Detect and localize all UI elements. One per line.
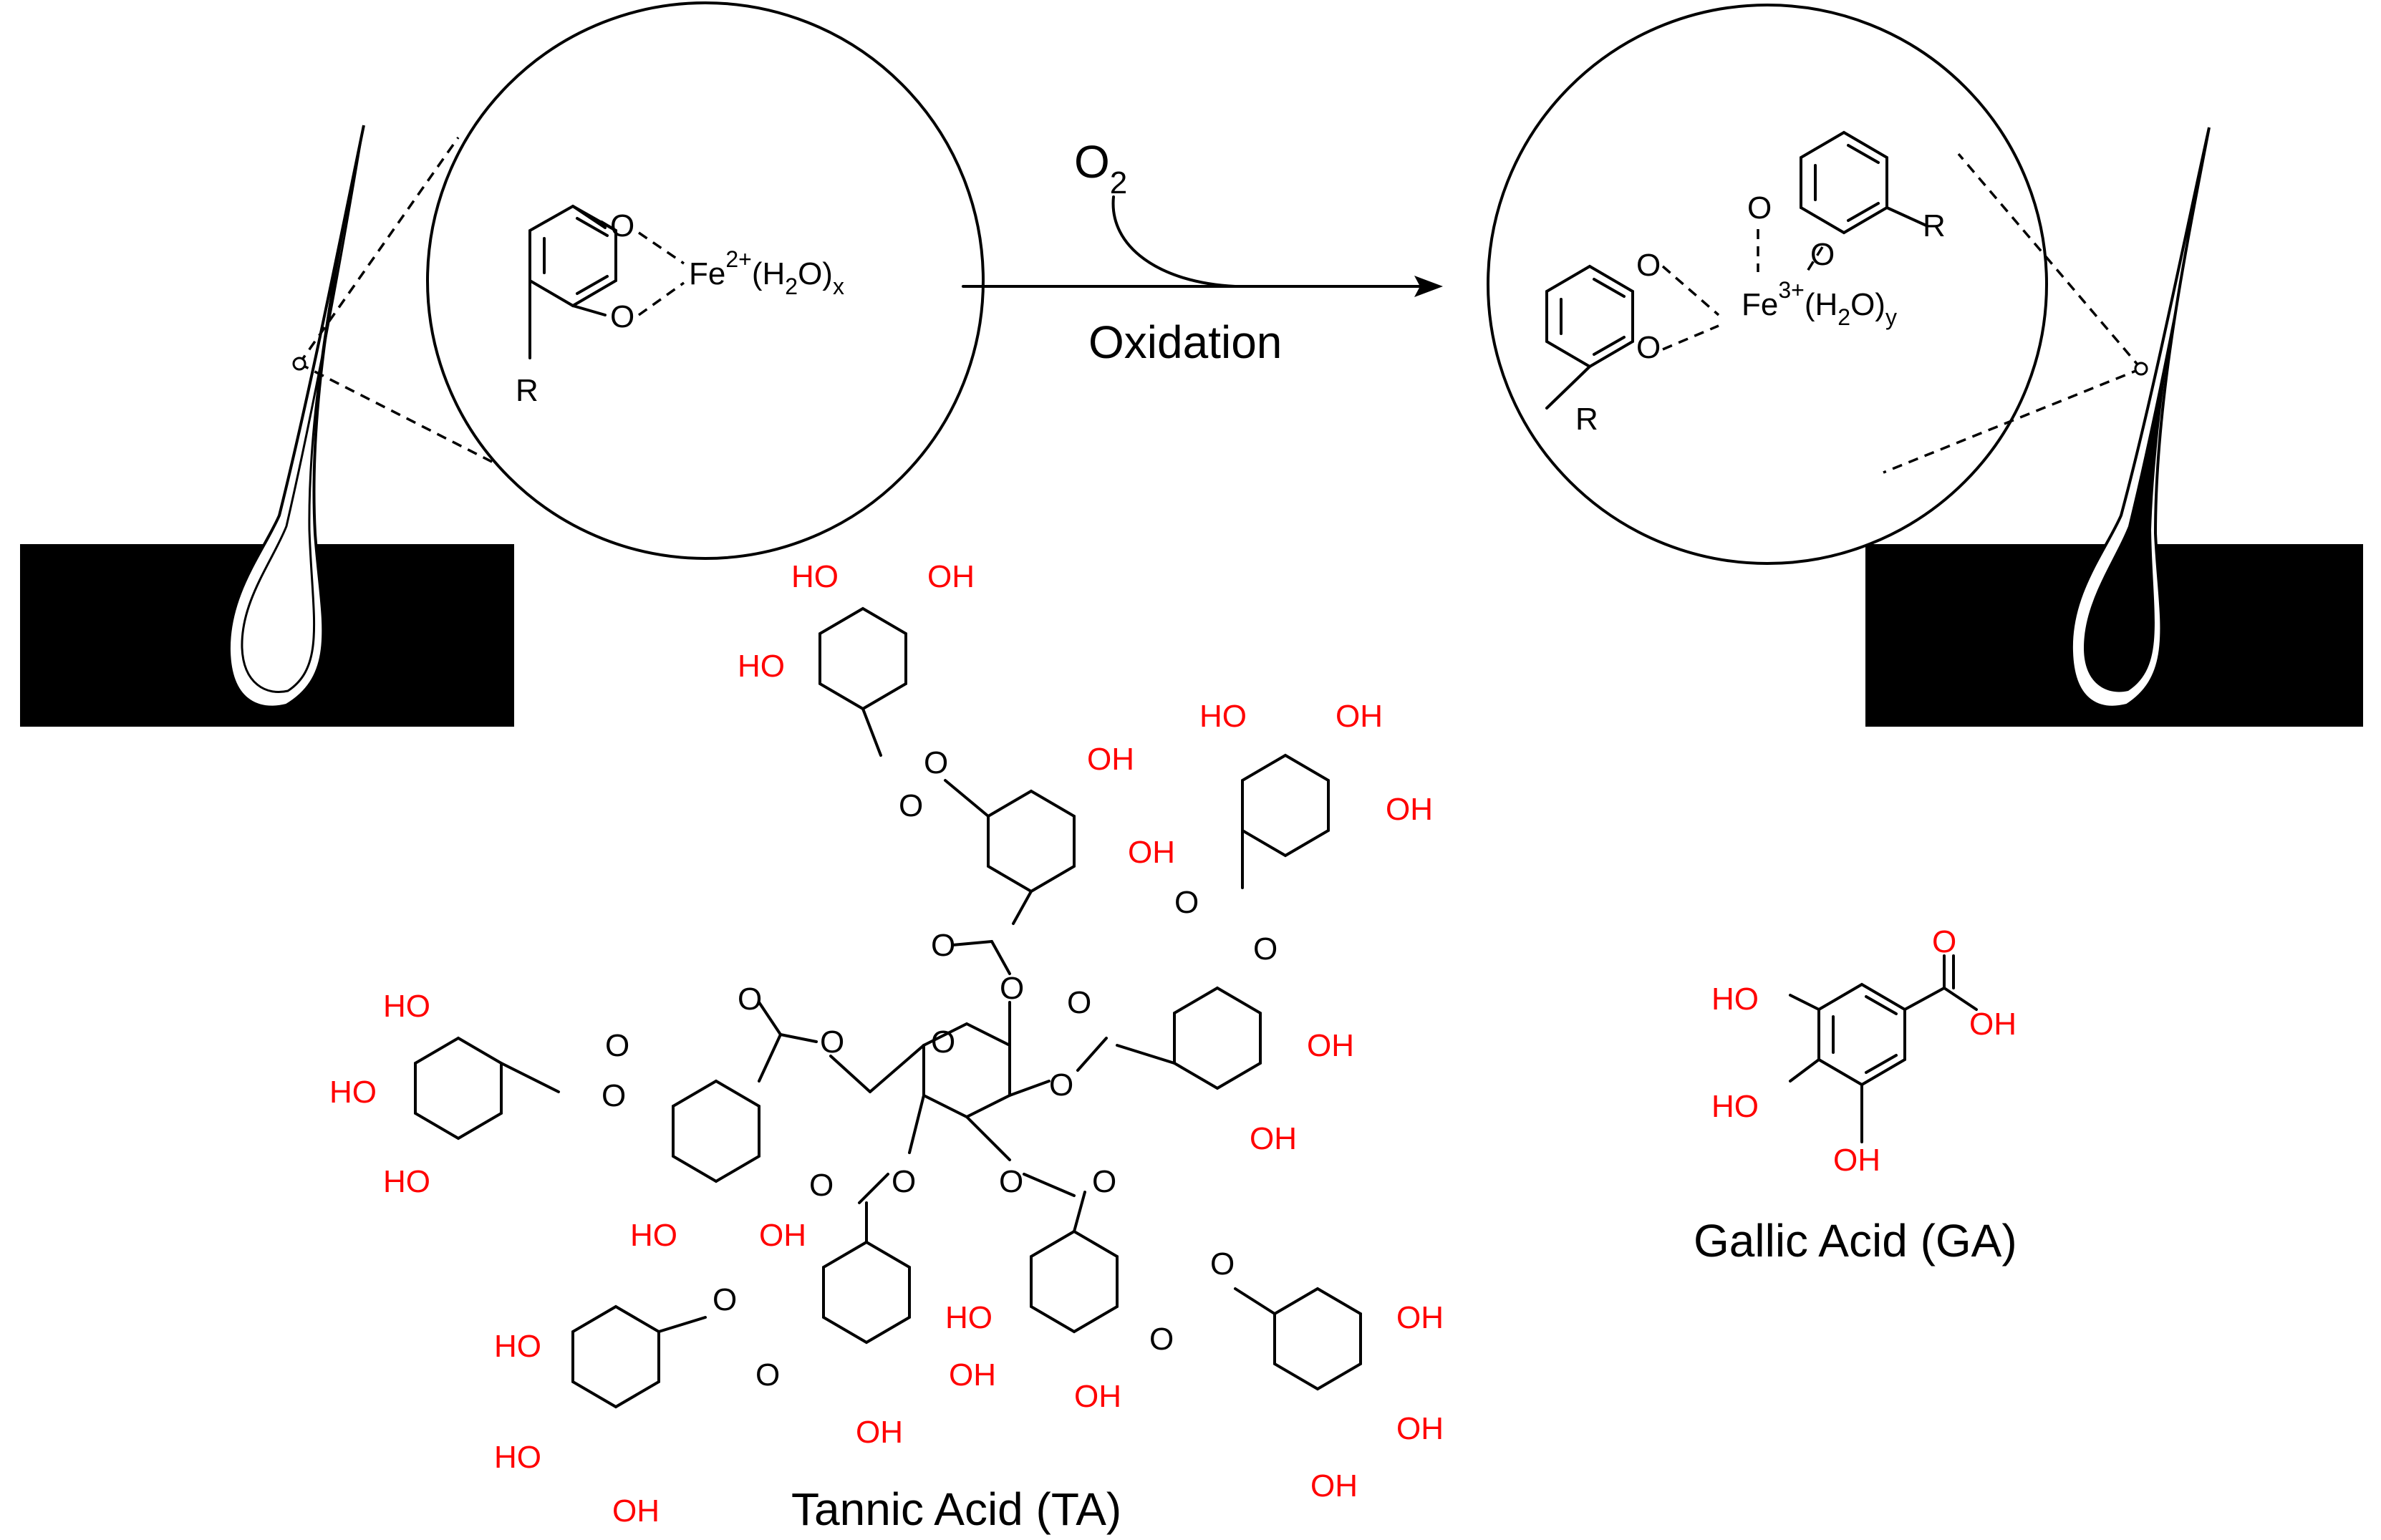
right-hair-filled [2084,143,2206,692]
tannic-acid-structure: O O O O O O O O O O O O OH OH O HO [329,559,1444,1535]
gallic-oh: OH [1833,1143,1880,1178]
ring-h-ho-1: HO [494,1329,541,1364]
ring-h-oh: OH [612,1493,660,1529]
carbonyl-oxygen-3: O [1092,1164,1116,1199]
right-zoom-circle [1487,4,2048,565]
glucose-ring-oxygen: O [931,1025,955,1060]
gallic-ho-1: HO [1711,982,1759,1017]
ring-e-oh: OH [759,1218,806,1253]
ring-f-ho-1: HO [383,989,430,1024]
ring-b [818,606,907,711]
ring-c-oh-2: OH [1386,792,1433,827]
left-zoom-point [292,357,306,371]
ring-h-carbonyl: O [713,1282,737,1317]
ring-d-oh-2: OH [1250,1121,1297,1156]
gallic-acid-oh: OH [1969,1007,2017,1042]
carbonyl-oxygen-6: O [738,982,762,1017]
tannic-acid-caption: Tannic Acid (TA) [791,1483,1121,1535]
ring-a [987,789,1076,894]
ring-a-carbonyl: O [899,788,923,823]
ring-b-ho-2: HO [738,649,785,684]
ring-a-oh-1: OH [1087,742,1134,777]
ring-d-oh-1: OH [1307,1028,1354,1063]
oxidation-label: Oxidation [1088,316,1282,368]
ring-i-ester-oxygen: O [1149,1322,1174,1357]
carbonyl-oxygen-2: O [1067,985,1091,1020]
ring-j-carbonyl: O [1210,1246,1235,1282]
left-zoom-line-bottom [299,362,531,483]
ring-g-oh-1: OH [949,1357,996,1393]
fe3-catechol-complex: O O R O O R Fe3+(H2O)y [1545,130,1946,437]
left-hair-illustration [20,125,514,727]
ring-c [1241,753,1330,858]
right-zoom-line-top [1957,152,2143,370]
ester-oxygen-4: O [892,1164,916,1199]
fe2-formula: Fe2+(H2O)x [689,246,844,299]
ring-g-oh-2: OH [856,1415,903,1450]
ring-c-oh-1: OH [1336,699,1383,734]
left-zoom-line-top [298,136,460,365]
right-hair-illustration [1865,127,2363,727]
gallic-acid-structure: O OH HO HO OH Gallic Acid (GA) [1694,924,2017,1267]
fe3-r-group-right: R [1923,208,1946,243]
fe3-oxygen-top-right: O [1810,237,1835,272]
ring-i-oh: OH [1074,1379,1121,1414]
ring-b-ho-1: HO [791,559,839,594]
gallic-ho-2: HO [1711,1089,1759,1124]
left-zoom-circle [426,1,985,560]
ring-a-ester-oxygen: O [924,745,948,780]
ring-j [1273,1287,1362,1391]
fe2-catechol-complex: O O R Fe2+(H2O)x [516,204,844,408]
carbonyl-oxygen-4: O [809,1168,834,1203]
ring-h-ho-2: HO [494,1440,541,1475]
ester-oxygen-3: O [999,1164,1023,1199]
fe2-r-group: R [516,373,538,408]
fe3-oxygen-left-top: O [1636,248,1661,283]
ring-i-ho: HO [945,1300,993,1335]
ring-j-oh-1: OH [1396,1300,1444,1335]
right-hair-follicle [2070,127,2211,709]
carbonyl-oxygen-1: O [931,928,955,963]
ester-oxygen-1: O [1000,971,1024,1006]
fe3-oxygen-left-bottom: O [1636,330,1661,365]
ring-g-ester-oxygen: O [755,1357,780,1393]
left-hair-follicle [227,125,365,709]
fe3-oxygen-top-left: O [1747,190,1772,226]
oxidation-arrow: O2 Oxidation [962,136,1443,368]
left-hair-inner [241,135,363,693]
ring-e-ester-oxygen: O [602,1078,626,1113]
ring-g [822,1240,911,1345]
right-zoom-line-bottom [1883,367,2142,474]
ester-oxygen-2: O [1049,1067,1073,1103]
gallic-carbonyl-oxygen: O [1932,924,1956,959]
ring-e [672,1079,760,1183]
ring-c-ho: HO [1199,699,1247,734]
ring-j-oh-3: OH [1310,1468,1358,1503]
ring-d [1173,986,1262,1090]
ring-c-ester-oxygen: O [1253,931,1278,967]
ring-a-oh-2: OH [1128,835,1175,870]
fe2-oxygen-top: O [610,208,634,243]
ring-i [1030,1229,1119,1334]
ring-f [414,1036,503,1141]
gallic-acid-caption: Gallic Acid (GA) [1694,1215,2017,1267]
fe3-formula: Fe3+(H2O)y [1742,277,1897,330]
oxygen-reagent: O2 [1074,136,1127,200]
ring-h [571,1304,660,1409]
ring-f-ho-3: HO [383,1164,430,1199]
ring-f-carbonyl: O [605,1028,629,1063]
ring-j-oh-2: OH [1396,1411,1444,1446]
ester-oxygen-6: O [820,1025,844,1060]
fe3-r-group-left: R [1575,402,1598,437]
fe2-oxygen-bottom: O [610,299,634,334]
ring-e-ho: HO [630,1218,677,1253]
ring-b-oh-1: OH [927,559,975,594]
ring-c-carbonyl: O [1174,885,1199,920]
ring-f-ho-2: HO [329,1075,377,1110]
right-zoom-point [2134,362,2148,376]
